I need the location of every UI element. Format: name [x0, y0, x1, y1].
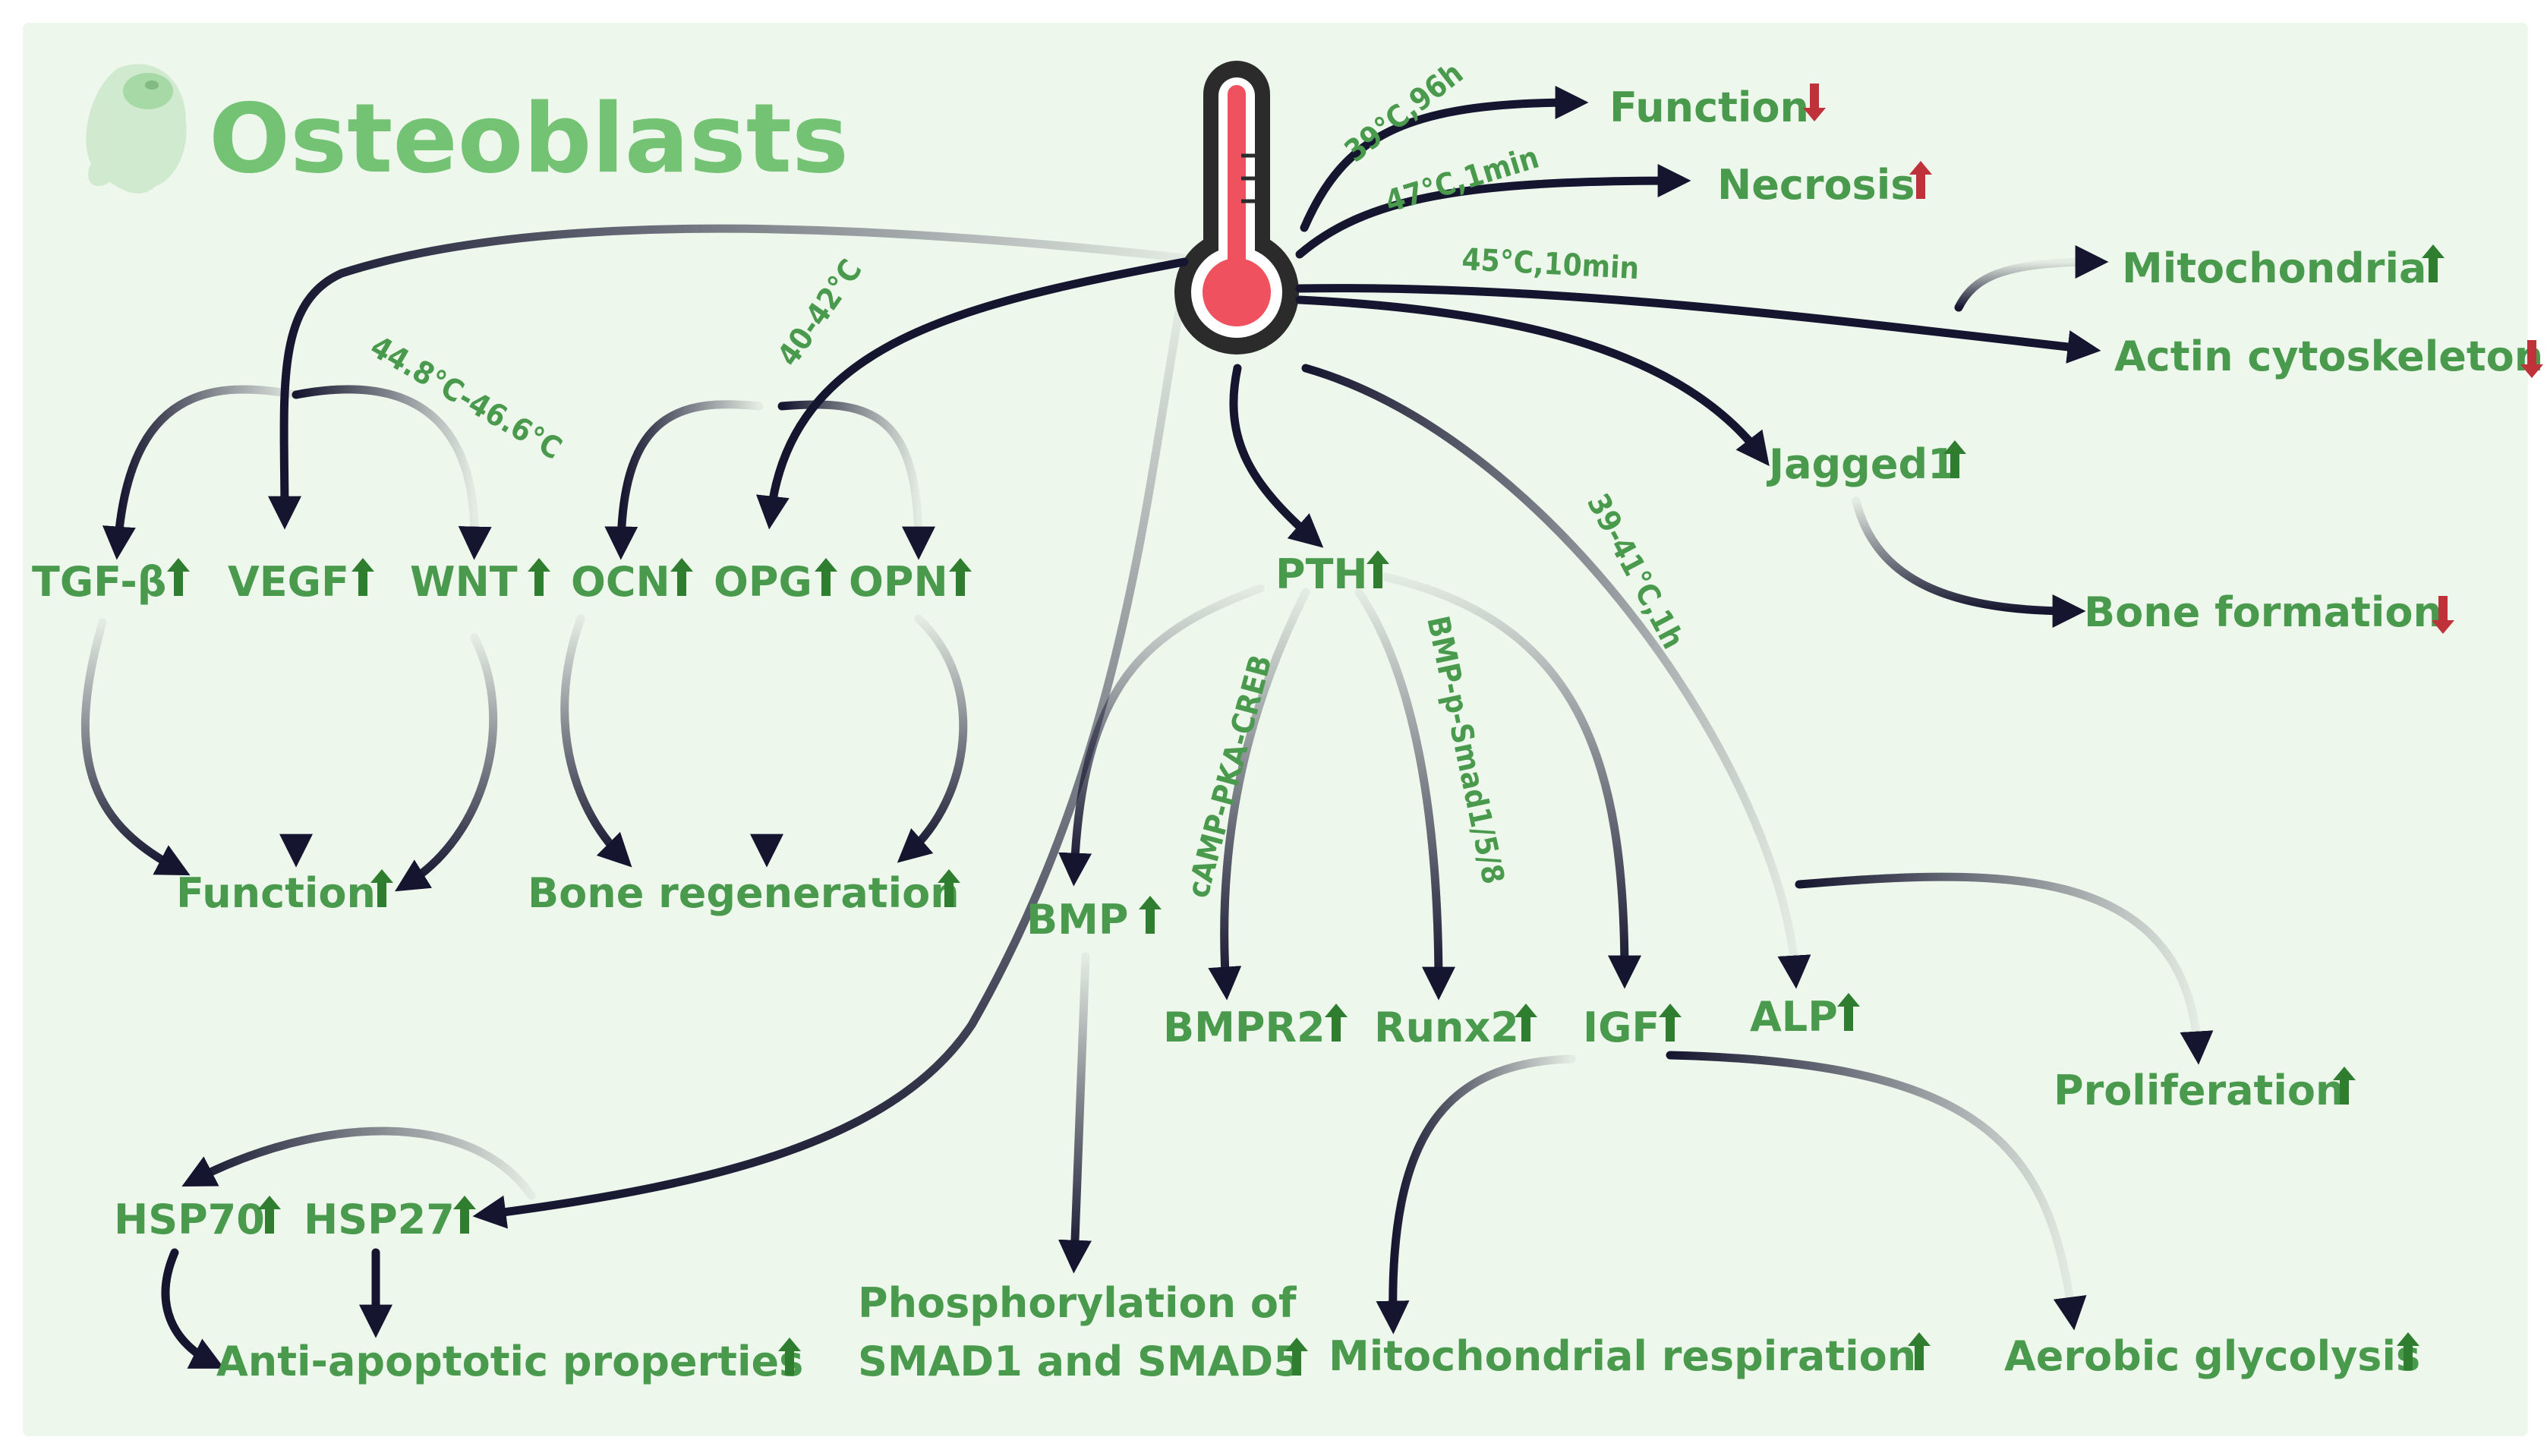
arrow-to-actin	[1295, 284, 2101, 364]
arrow-pth-to-bmpr2	[1208, 588, 1310, 1001]
node-ocn: OCN	[571, 558, 670, 606]
node-tgf-beta: TGF-β	[32, 558, 166, 606]
up-arrow-jagged1	[1943, 440, 1966, 478]
arrow-bmp-to-phospho	[1058, 952, 1092, 1274]
down-arrow-actin	[2520, 340, 2543, 378]
up-arrow-ocn	[670, 558, 693, 596]
arrow-opn-to-bone-regen	[897, 614, 968, 863]
node-opn: OPN	[849, 558, 948, 606]
up-arrow-opg	[815, 558, 837, 596]
up-arrow-hsp27	[453, 1196, 476, 1234]
node-jagged1: Jagged1	[1766, 440, 1956, 488]
up-arrow-wnt	[528, 558, 550, 596]
node-hsp27: HSP27	[304, 1196, 455, 1243]
arrow-pth-to-runx2	[1354, 588, 1455, 1001]
arrow-to-wnt	[292, 385, 492, 560]
arrow-pth-to-bmp	[1058, 584, 1265, 887]
node-bmp: BMP	[1026, 896, 1128, 944]
up-arrow-alp	[1837, 993, 1860, 1031]
arrow-to-opn	[777, 400, 935, 560]
up-arrow-function-left	[370, 869, 393, 907]
arrow-to-pth	[1229, 364, 1324, 548]
up-arrow-proliferation	[2333, 1067, 2356, 1105]
up-arrow-anti-apoptotic	[778, 1338, 801, 1376]
node-pth: PTH	[1275, 550, 1368, 598]
arrow-jagged1-to-bone-formation	[1852, 496, 2086, 628]
node-wnt: WNT	[410, 558, 518, 606]
node-anti-apoptotic: Anti-apoptotic properties	[216, 1338, 803, 1385]
arrow-pth-to-igf	[1381, 572, 1641, 989]
arrow-igf-to-mito-resp	[1376, 1054, 1576, 1335]
osteoblast-cell-icon	[86, 64, 187, 194]
node-hsp70: HSP70	[114, 1196, 265, 1243]
arrow-to-function-top	[1300, 86, 1589, 232]
node-opg: OPG	[714, 558, 812, 606]
node-bmpr2: BMPR2	[1163, 1004, 1326, 1051]
up-arrow-opn	[949, 558, 972, 596]
up-arrow-vegf	[351, 558, 374, 596]
node-vegf: VEGF	[228, 558, 349, 606]
up-arrow-mitochondrial-respiration	[1908, 1332, 1931, 1370]
up-arrow-hsp70	[258, 1196, 281, 1234]
up-arrow-tgf-beta	[167, 558, 190, 596]
node-alp: ALP	[1750, 993, 1838, 1041]
arrow-alp-to-proliferation	[1795, 872, 2214, 1065]
up-arrow-pth	[1366, 550, 1389, 588]
up-arrow-necrosis	[1909, 161, 1932, 199]
node-aerobic-glycolysis: Aerobic glycolysis	[2004, 1332, 2420, 1380]
arrow-wnt-to-function	[395, 633, 498, 892]
node-actin-cytoskeleton: Actin cytoskeleton	[2114, 332, 2543, 380]
down-arrow-bone-formation	[2432, 596, 2454, 634]
node-igf: IGF	[1583, 1004, 1660, 1051]
arrows	[80, 86, 2214, 1369]
arrow-to-mitochondria	[1954, 245, 2109, 312]
up-arrow-mitochondria	[2422, 244, 2445, 282]
up-arrow-bmp	[1139, 896, 1162, 934]
arrow-to-ocn	[604, 400, 764, 560]
arrow-ocn-to-bone-regen	[560, 614, 632, 868]
arrow-to-opg	[756, 257, 1189, 530]
node-proliferation: Proliferation	[2054, 1067, 2344, 1114]
node-mitochondrial-respiration: Mitochondrial respiration	[1329, 1332, 1916, 1380]
arrow-hsp70-to-anti-apoptotic	[161, 1248, 225, 1369]
up-arrow-bone-regeneration	[938, 869, 960, 907]
arrow-to-tgfb	[102, 385, 301, 560]
node-phosphorylation-line2: SMAD1 and SMAD5	[858, 1338, 1302, 1385]
arrow-hsp-to-hsp70	[181, 1127, 536, 1200]
node-mitochondria: Mitochondria	[2122, 244, 2426, 292]
node-runx2: Runx2	[1374, 1004, 1519, 1051]
node-phosphorylation-line1: Phosphorylation of	[858, 1279, 1297, 1327]
thermometer-icon	[1174, 61, 1299, 355]
arrow-to-vegf	[267, 224, 1189, 530]
up-arrow-aerobic-glycolysis	[2397, 1332, 2419, 1370]
node-bone-regeneration: Bone regeneration	[528, 869, 960, 917]
arrow-tgfb-to-function	[80, 618, 191, 876]
arrow-to-jagged1	[1295, 295, 1770, 466]
up-arrow-runx2	[1515, 1004, 1537, 1042]
node-function-top: Function	[1609, 84, 1809, 131]
up-arrow-igf	[1659, 1004, 1682, 1042]
arrow-igf-to-aerobic	[1666, 1051, 2087, 1331]
up-arrow-phosphorylation	[1285, 1338, 1308, 1376]
arrow-to-necrosis	[1295, 164, 1691, 259]
down-arrow-function-top	[1803, 84, 1826, 121]
node-bone-formation: Bone formation	[2084, 588, 2442, 636]
node-necrosis: Necrosis	[1717, 161, 1915, 209]
arrow-to-hsp27	[472, 299, 1185, 1229]
diagram-title: Osteoblasts	[209, 83, 849, 194]
arrow-to-alp	[1301, 364, 1811, 989]
up-arrow-bmpr2	[1325, 1004, 1348, 1042]
node-function-left: Function	[176, 869, 376, 917]
